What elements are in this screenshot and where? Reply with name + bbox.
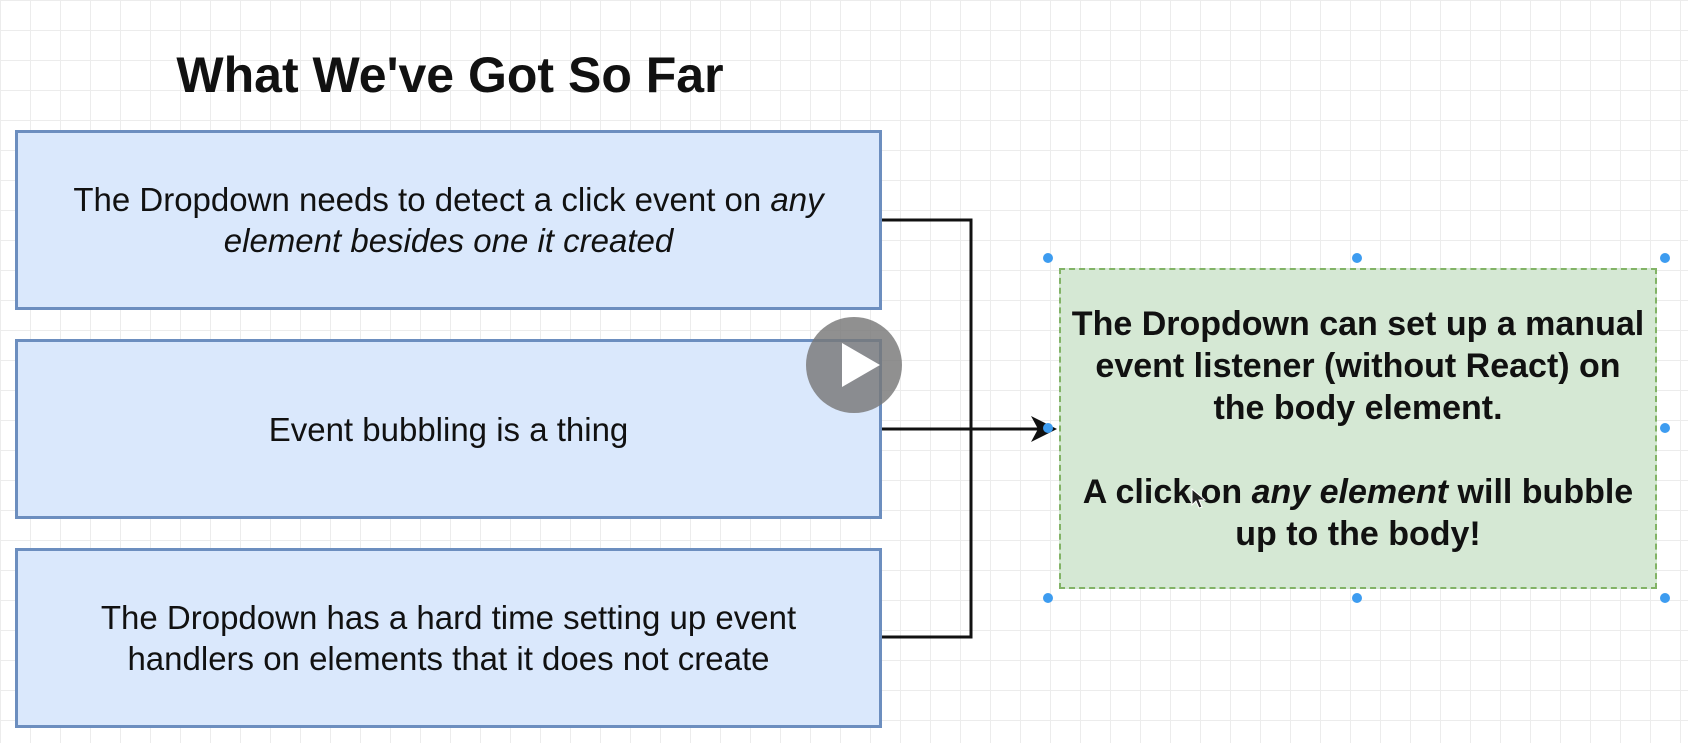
diagram-title: What We've Got So Far [176, 47, 724, 103]
cause-box-detect-click[interactable]: The Dropdown needs to detect a click eve… [15, 130, 882, 310]
selection-handle-bottom-center[interactable] [1352, 593, 1362, 603]
result-line-2-pre: A click on [1082, 472, 1252, 511]
video-play-button[interactable] [806, 317, 902, 413]
cause-box-event-bubbling[interactable]: Event bubbling is a thing [15, 339, 882, 519]
cause-box-text-plain: The Dropdown needs to detect a click eve… [73, 181, 771, 218]
selection-handle-top-center[interactable] [1352, 253, 1362, 263]
connector-bottom [882, 429, 973, 639]
result-line-1: The Dropdown can set up a manual event l… [1071, 304, 1645, 427]
selection-handle-middle-left[interactable] [1043, 423, 1053, 433]
selection-handle-top-left[interactable] [1043, 253, 1053, 263]
result-box[interactable]: The Dropdown can set up a manual event l… [1059, 268, 1657, 589]
connector-top [882, 218, 973, 429]
result-line-2: A click on any element will bubble up to… [1071, 471, 1645, 555]
result-line-2-italic: any element [1251, 472, 1449, 511]
cause-box-hard-time[interactable]: The Dropdown has a hard time setting up … [15, 548, 882, 728]
mouse-cursor-icon [1191, 488, 1207, 509]
cause-box-text-italic: any element besides one it created [223, 181, 824, 259]
cause-box-text: Event bubbling is a thing [268, 410, 629, 448]
play-icon [842, 343, 880, 387]
selection-handle-middle-right[interactable] [1660, 423, 1670, 433]
selection-handle-top-right[interactable] [1660, 253, 1670, 263]
selection-handle-bottom-left[interactable] [1043, 593, 1053, 603]
cause-box-text: The Dropdown has a hard time setting up … [100, 599, 797, 677]
cause-box-text: The Dropdown needs to detect a click eve… [40, 179, 857, 261]
selection-handle-bottom-right[interactable] [1660, 593, 1670, 603]
result-line-2-post: will bubble up to the body! [1235, 472, 1634, 553]
